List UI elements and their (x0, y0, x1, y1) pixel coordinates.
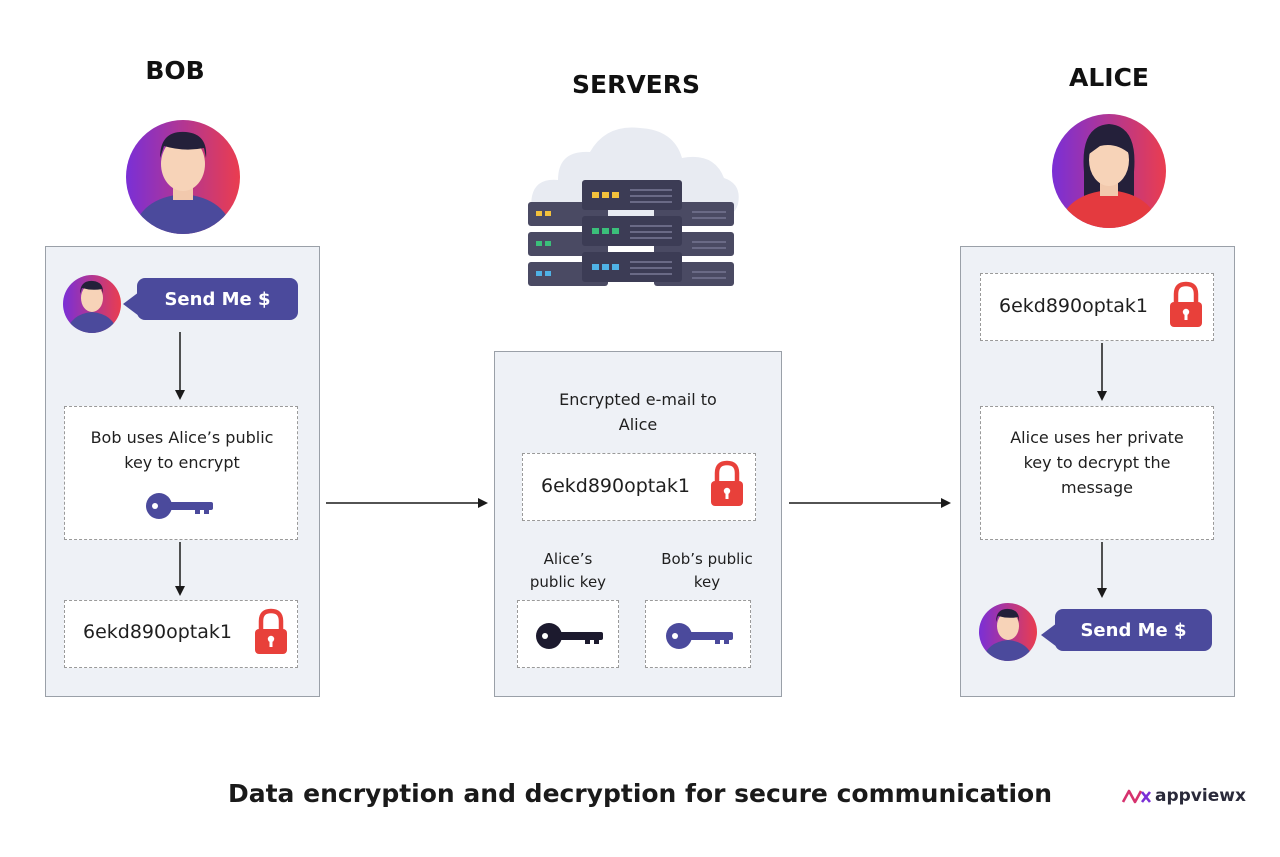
bob-cipher-text: 6ekd890optak1 (83, 621, 232, 643)
key-icon (146, 493, 213, 519)
arrow-icon (789, 498, 951, 508)
bob-heading: BOB (145, 56, 205, 85)
bob-avatar (126, 120, 240, 234)
server-cipher-text: 6ekd890optak1 (541, 475, 690, 497)
bob-public-key-label: Bob’s public key (661, 550, 753, 591)
arrow-icon (175, 332, 185, 400)
servers-heading: SERVERS (571, 70, 700, 99)
server-stack-icon (528, 180, 734, 286)
brand-mark-icon (1121, 789, 1152, 804)
alice-cipher-text: 6ekd890optak1 (999, 295, 1148, 317)
bob-send-me-bubble: Send Me $ (123, 278, 298, 320)
lock-icon (711, 460, 743, 506)
bob-encrypt-step-text: Bob uses Alice’s public key to encrypt (90, 428, 274, 472)
lock-icon (255, 608, 287, 654)
key-icon (536, 623, 603, 649)
alice-decrypt-step-box (980, 406, 1214, 540)
bob-small-avatar (63, 275, 121, 333)
alice-avatar (1052, 114, 1166, 228)
key-icon (666, 623, 733, 649)
alice-public-key-label: Alice’s public key (529, 550, 607, 591)
alice-heading: ALICE (1068, 63, 1149, 92)
alice-bubble-text: Send Me $ (1080, 619, 1187, 641)
alice-send-me-bubble: Send Me $ (1041, 609, 1212, 651)
alice-decrypt-step-text: Alice uses her private key to decrypt th… (1010, 428, 1184, 497)
arrow-icon (1097, 343, 1107, 401)
arrow-icon (326, 498, 488, 508)
bob-bubble-text: Send Me $ (164, 288, 271, 310)
lock-icon (1170, 281, 1202, 327)
arrow-icon (1097, 542, 1107, 598)
brand-logo: appviewx (1121, 786, 1246, 806)
brand-name: appviewx (1155, 786, 1246, 806)
bob-encrypt-step-box (64, 406, 298, 540)
arrow-icon (175, 542, 185, 596)
diagram-caption: Data encryption and decryption for secur… (227, 779, 1053, 808)
server-panel-title: Encrypted e-mail to Alice (559, 390, 717, 434)
alice-small-avatar (979, 603, 1037, 661)
